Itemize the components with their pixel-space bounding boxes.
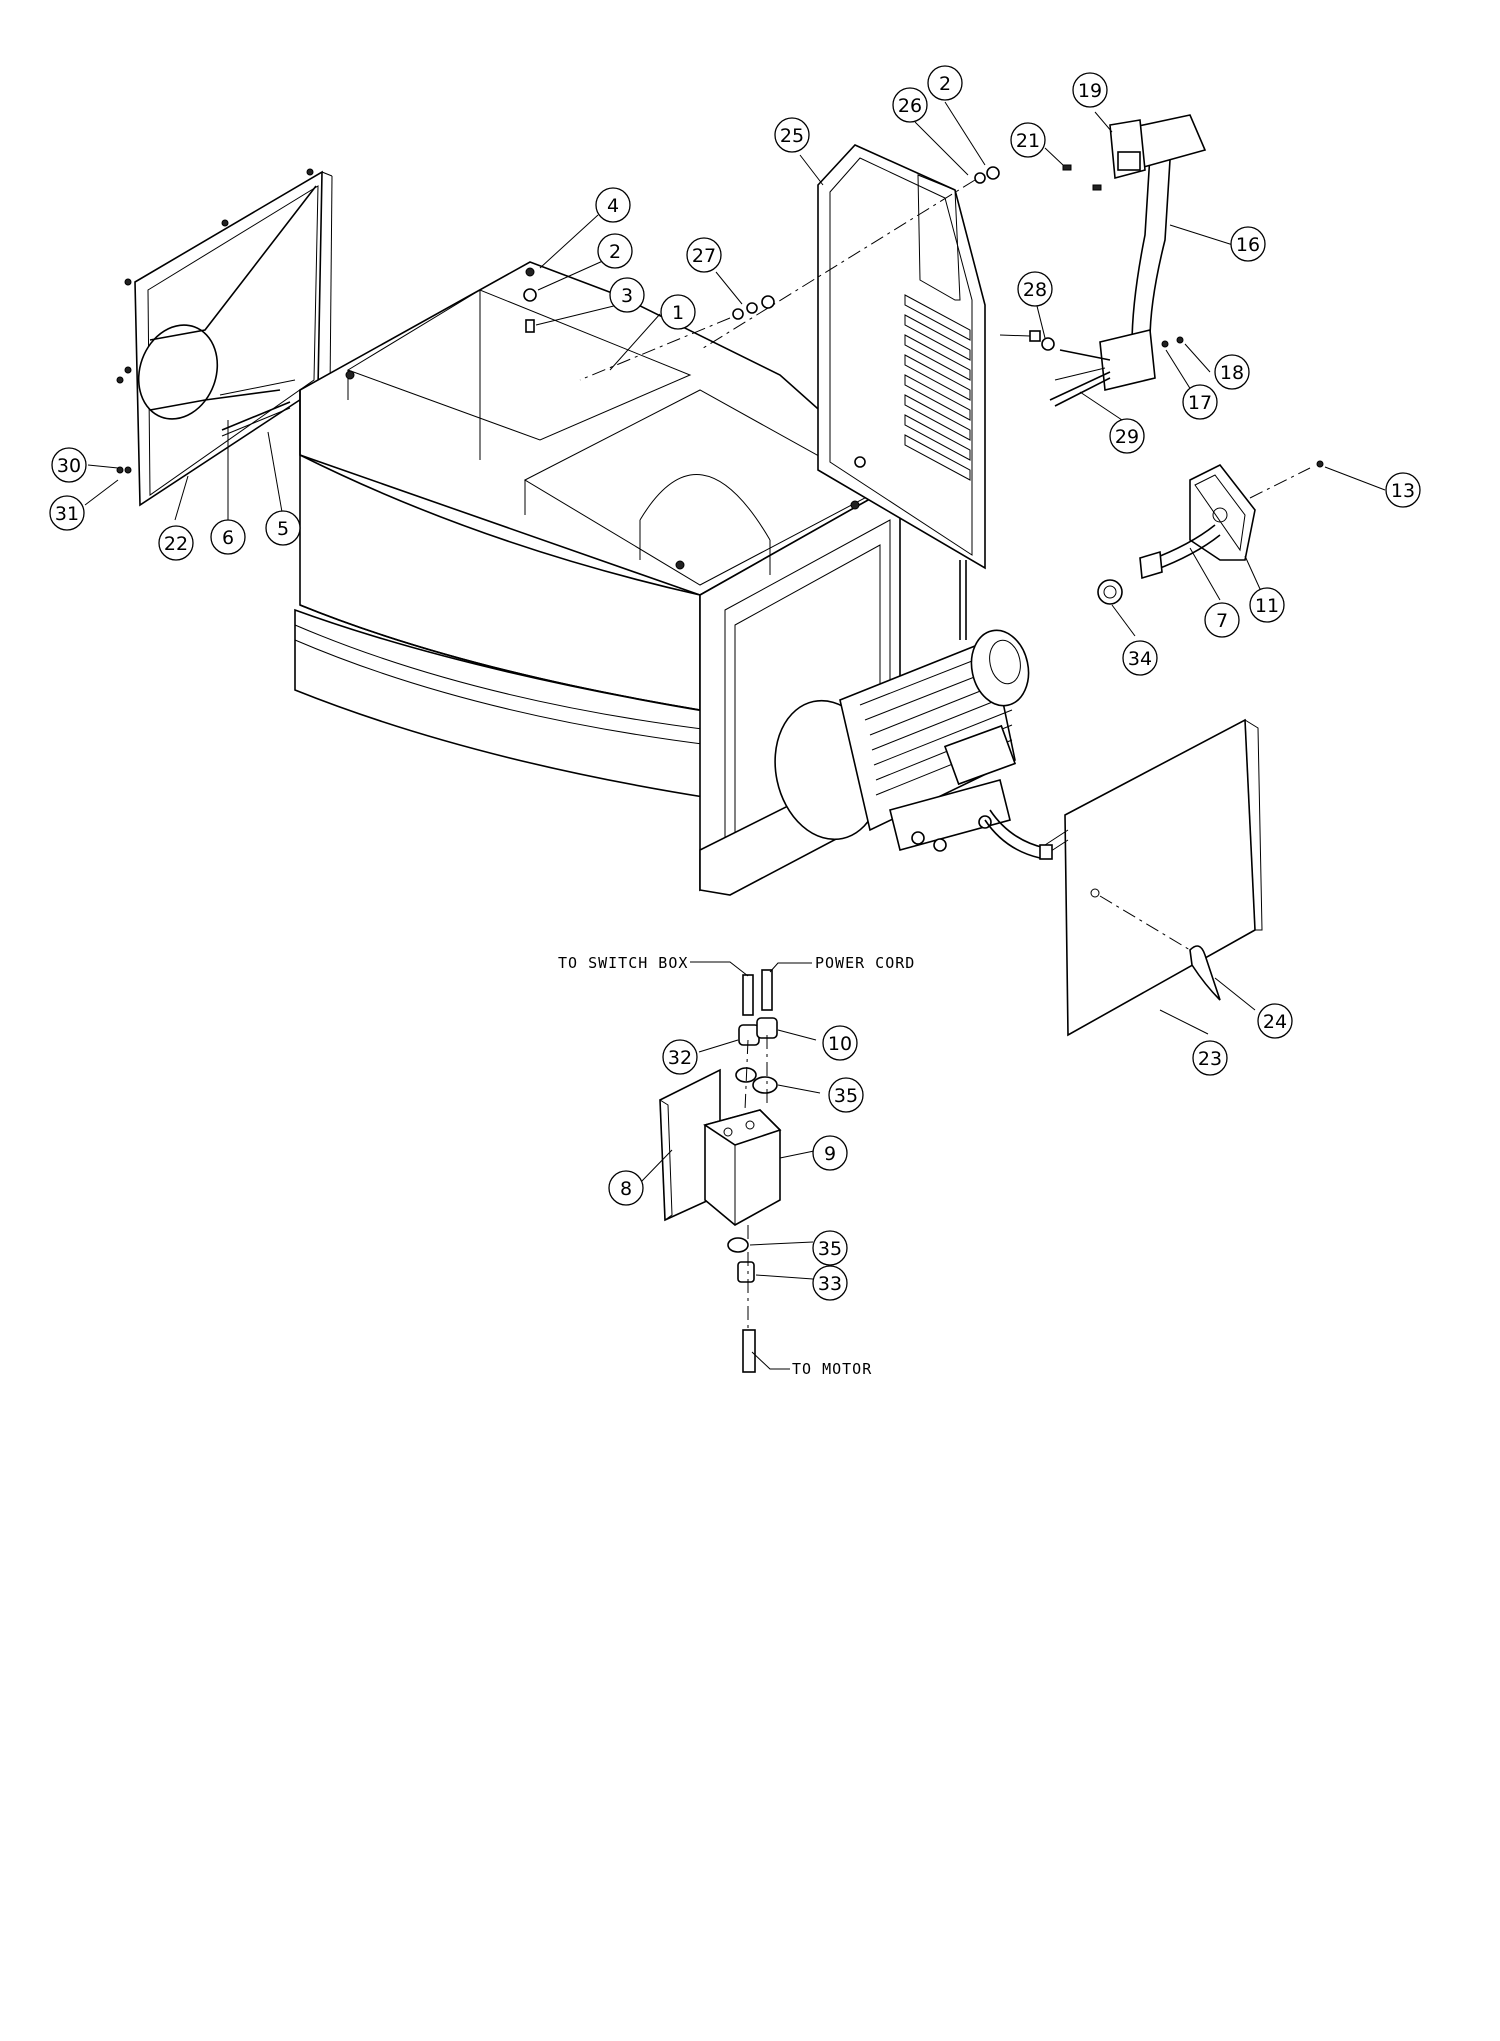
callout-circle: [210, 519, 246, 555]
callout-number: 27: [692, 245, 716, 267]
callout-number: 16: [1236, 234, 1260, 256]
callout-circle: [686, 237, 722, 273]
callout-number: 19: [1078, 80, 1102, 102]
callout-circle: [1017, 271, 1053, 307]
callout-number: 29: [1115, 426, 1139, 448]
callout-number: 7: [1216, 610, 1228, 632]
callout-circle: [1214, 354, 1250, 390]
callout-number: 30: [57, 455, 81, 477]
callout-number: 5: [277, 518, 289, 540]
callout-circle: [1122, 640, 1158, 676]
callout-circle: [1192, 1040, 1228, 1076]
callout-circle: [51, 447, 87, 483]
callout-number: 24: [1263, 1011, 1287, 1033]
callout-number: 3: [621, 285, 633, 307]
callout-circle: [1072, 72, 1108, 108]
callout-circle: [1182, 384, 1218, 420]
callout-number: 9: [824, 1143, 836, 1165]
callout-circle: [595, 187, 631, 223]
callout-circle: [49, 495, 85, 531]
callout-number: 34: [1128, 648, 1152, 670]
leader-lines: [84, 101, 1386, 1370]
callout-circle: [158, 525, 194, 561]
callout-number: 25: [780, 125, 804, 147]
callout-circle: [660, 294, 696, 330]
switch-arm: [999, 114, 1207, 407]
callout-number: 17: [1188, 392, 1212, 414]
callout-number: 11: [1255, 595, 1279, 617]
side-door: [1039, 718, 1263, 1037]
callout-circle: [812, 1230, 848, 1266]
callout-number: 8: [620, 1178, 632, 1200]
callout-circle: [812, 1265, 848, 1301]
vent-slots: [904, 294, 971, 481]
callout-circle: [265, 510, 301, 546]
junction-box: [1097, 460, 1324, 605]
callout-number: 32: [668, 1047, 692, 1069]
callout-number: 35: [834, 1085, 858, 1107]
callout-circle: [608, 1170, 644, 1206]
callout-number: 18: [1220, 362, 1244, 384]
callout-circle: [1010, 122, 1046, 158]
callout-circle: [1385, 472, 1421, 508]
callout-circle: [822, 1025, 858, 1061]
callout-circle: [828, 1077, 864, 1113]
callout-bubbles: 1223456789101113161718192122232425262728…: [49, 65, 1421, 1301]
callout-circle: [1249, 587, 1285, 623]
callout-number: 2: [939, 73, 951, 95]
callout-circle: [609, 277, 645, 313]
duct-panel: [124, 168, 333, 507]
callout-number: 26: [898, 95, 922, 117]
callout-number: 28: [1023, 279, 1047, 301]
hardware: [116, 164, 1184, 474]
callout-number: 31: [55, 503, 79, 525]
motor: [774, 560, 1046, 859]
callout-number: 22: [164, 533, 188, 555]
callout-number: 35: [818, 1238, 842, 1260]
callout-number: 13: [1391, 480, 1415, 502]
callout-number: 23: [1198, 1048, 1222, 1070]
callout-number: 10: [828, 1033, 852, 1055]
note-to-motor: TO MOTOR: [792, 1360, 872, 1378]
wiring-box: [659, 969, 782, 1373]
callout-circle: [597, 233, 633, 269]
callout-circle: [1230, 226, 1266, 262]
callout-number: 6: [222, 527, 234, 549]
callout-circle: [927, 65, 963, 101]
callout-number: 1: [672, 302, 684, 324]
callout-circle: [892, 87, 928, 123]
callout-circle: [774, 117, 810, 153]
note-power-cord: POWER CORD: [815, 954, 915, 972]
callout-circle: [662, 1039, 698, 1075]
callout-number: 4: [607, 195, 619, 217]
callout-circle: [812, 1135, 848, 1171]
callout-circle: [1204, 602, 1240, 638]
callout-circle: [1109, 418, 1145, 454]
callout-number: 33: [818, 1273, 842, 1295]
callout-number: 2: [609, 241, 621, 263]
note-to-switch-box: TO SWITCH BOX: [558, 954, 688, 972]
callout-number: 21: [1016, 130, 1040, 152]
callout-circle: [1257, 1003, 1293, 1039]
